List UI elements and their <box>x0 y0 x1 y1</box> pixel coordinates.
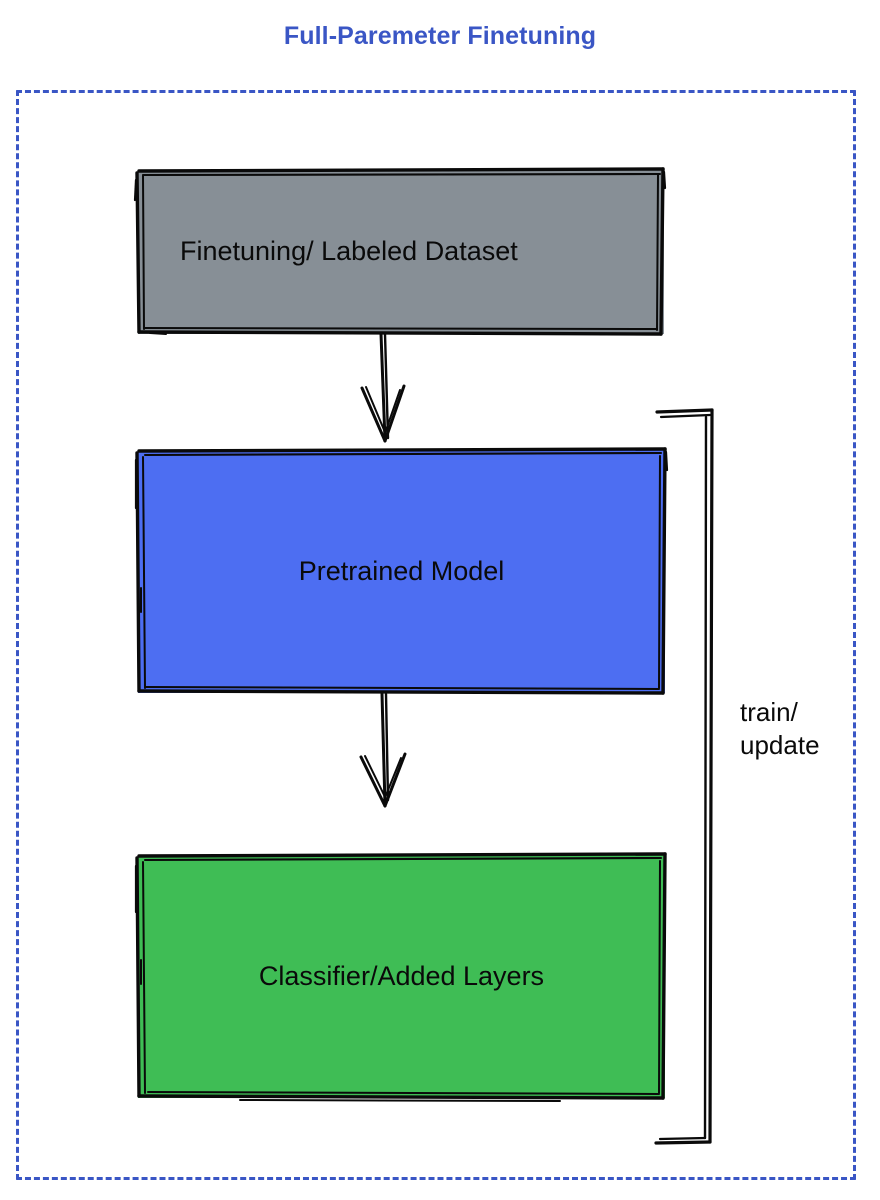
node-finetuning-labeled-dataset[interactable]: Finetuning/ Labeled Dataset <box>138 170 664 334</box>
page-title: Full-Paremeter Finetuning <box>283 22 597 50</box>
feedback-loop-label: train/ update <box>740 697 820 761</box>
node-label-classifier: Classifier/Added Layers <box>258 960 545 991</box>
node-classifier-added-layers[interactable]: Classifier/Added Layers <box>138 855 665 1098</box>
node-pretrained-model[interactable]: Pretrained Model <box>138 450 665 693</box>
node-label-pretrained: Pretrained Model <box>298 555 505 586</box>
node-label-dataset: Finetuning/ Labeled Dataset <box>180 236 518 267</box>
dashed-boundary-frame <box>16 90 856 1180</box>
